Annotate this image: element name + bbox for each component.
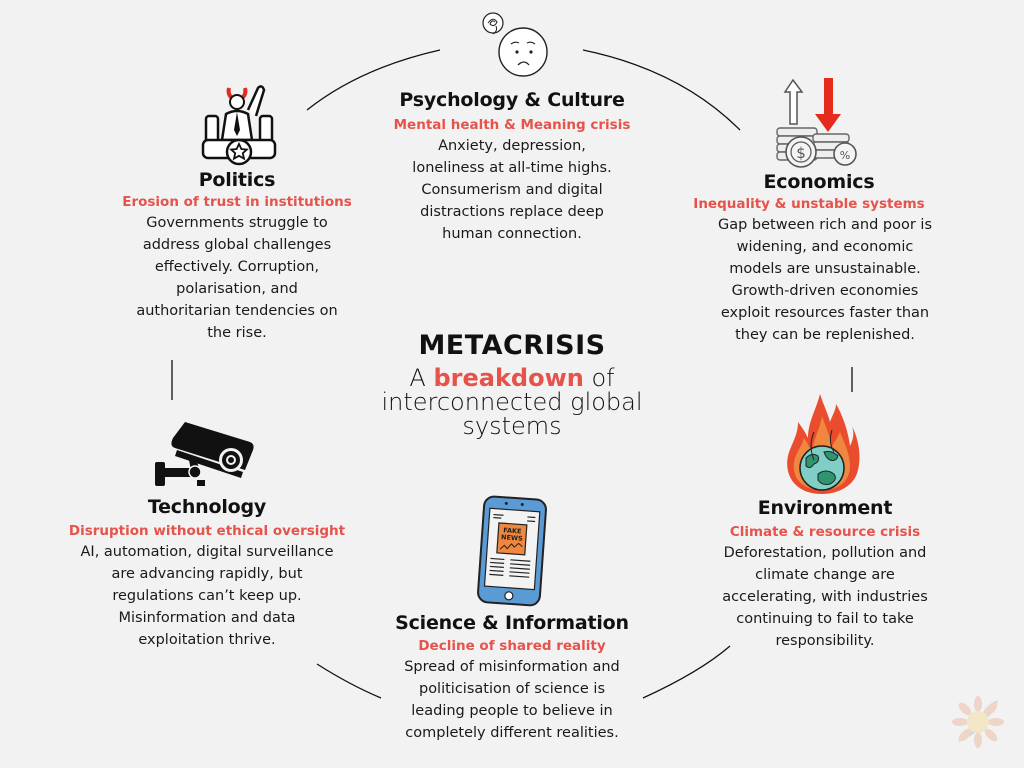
section-title: Environment	[757, 497, 893, 519]
center-subtitle-line2: interconnected global	[381, 388, 643, 416]
center-heading: METACRISIS A breakdown of interconnected…	[372, 330, 652, 438]
breakdown-accent: breakdown	[433, 364, 584, 392]
section-body: Anxiety, depression, loneliness at all-t…	[412, 138, 612, 242]
svg-text:FAKE: FAKE	[503, 526, 522, 535]
section-politics: Politics Erosion of trust in institution…	[92, 168, 382, 344]
section-title: Politics	[198, 169, 276, 191]
section-subtitle: Disruption without ethical oversight	[68, 523, 346, 539]
section-technology: Technology Disruption without ethical ov…	[52, 495, 362, 651]
section-subtitle: Decline of shared reality	[418, 638, 606, 654]
svg-text:%: %	[840, 149, 850, 162]
coins-arrows-icon: $ %	[776, 78, 857, 168]
fake-news-phone-icon: FAKE NEWS	[477, 495, 547, 607]
section-body: Governments struggle to address global c…	[136, 215, 338, 341]
section-body: Gap between rich and poor is widening, a…	[718, 217, 932, 343]
sunflower-logo-icon	[952, 696, 1004, 748]
sad-face-icon	[482, 12, 548, 77]
section-psychology: Psychology & Culture Mental health & Mea…	[360, 88, 664, 245]
section-title: Science & Information	[395, 612, 629, 634]
section-title: Technology	[147, 496, 267, 518]
section-title: Psychology & Culture	[399, 89, 625, 111]
surveillance-camera-icon	[155, 422, 254, 486]
politician-devil-icon	[201, 85, 277, 166]
svg-text:$: $	[796, 144, 806, 162]
section-science: Science & Information Decline of shared …	[372, 611, 652, 744]
burning-earth-icon	[787, 394, 860, 494]
center-subtitle-line1: A breakdown of	[409, 364, 615, 392]
svg-text:NEWS: NEWS	[501, 533, 524, 543]
section-body: Deforestation, pollution and climate cha…	[722, 545, 928, 649]
section-subtitle: Inequality & unstable systems	[693, 196, 925, 212]
section-subtitle: Mental health & Meaning crisis	[393, 117, 631, 133]
metacrisis-title: METACRISIS	[418, 330, 606, 361]
section-environment: Environment Climate & resource crisis De…	[690, 496, 960, 652]
section-economics: Economics Inequality & unstable systems …	[690, 170, 960, 346]
section-body: Spread of misinformation and politicisat…	[404, 659, 620, 741]
section-body: AI, automation, digital surveillance are…	[80, 544, 334, 648]
section-subtitle: Erosion of trust in institutions	[122, 194, 352, 210]
center-subtitle-line3: systems	[462, 412, 562, 440]
section-subtitle: Climate & resource crisis	[729, 524, 921, 540]
section-title: Economics	[763, 171, 875, 193]
